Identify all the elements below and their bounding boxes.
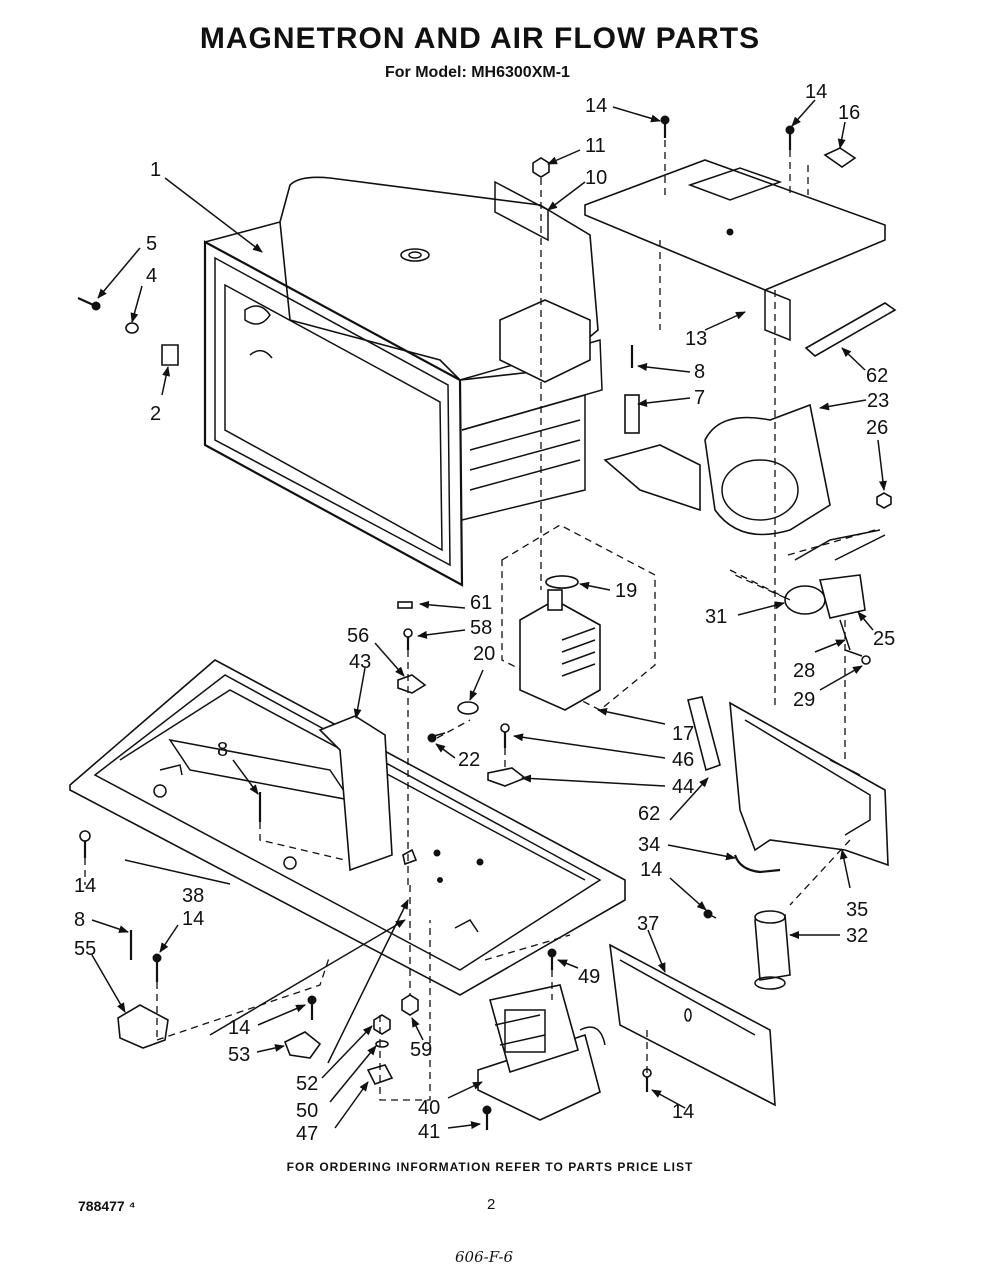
foam-strip-upper	[804, 302, 897, 357]
document-number: 788477 ⁴	[78, 1198, 136, 1214]
callout-34: 34	[638, 834, 660, 856]
callout-50: 50	[296, 1100, 318, 1122]
callout-28: 28	[793, 660, 815, 682]
callout-25: 25	[873, 628, 895, 650]
model-subtitle: For Model: MH6300XM-1	[385, 64, 570, 81]
callout-20: 20	[473, 643, 495, 665]
callout-8-switch: 8	[74, 909, 85, 931]
callout-62-upper: 62	[866, 365, 888, 387]
callout-labels: 1 2 4 5 7 8 8 8 10 11 13 14 14 14 14 14 …	[74, 81, 895, 1145]
callout-49: 49	[578, 966, 600, 988]
callout-37: 37	[637, 913, 659, 935]
assembly-lines	[84, 140, 876, 1101]
callout-8-top: 8	[694, 361, 705, 383]
callout-31: 31	[705, 606, 727, 628]
callout-13: 13	[685, 328, 707, 350]
ordering-info-note: FOR ORDERING INFORMATION REFER TO PARTS …	[286, 1160, 694, 1174]
waveguide-cover	[494, 180, 549, 242]
foam-strip-lower	[687, 696, 721, 772]
blower-housing	[603, 403, 831, 536]
capacitor	[754, 910, 791, 990]
callout-17: 17	[672, 723, 694, 745]
page-number: 2	[487, 1196, 496, 1213]
callout-35: 35	[846, 899, 868, 921]
callout-2: 2	[150, 403, 161, 425]
capacitor-clamp	[733, 854, 781, 874]
callout-44: 44	[672, 776, 694, 798]
callout-14-clamp: 14	[640, 859, 662, 881]
callout-61: 61	[470, 592, 492, 614]
callout-62-lower: 62	[638, 803, 660, 825]
callout-58: 58	[470, 617, 492, 639]
callout-14-switch: 14	[182, 908, 204, 930]
door-switch	[117, 1004, 169, 1049]
callout-46: 46	[672, 749, 694, 771]
air-duct	[584, 159, 886, 342]
handwritten-note: 606-F-6	[455, 1248, 514, 1266]
callout-53: 53	[228, 1044, 250, 1066]
callout-4: 4	[146, 265, 157, 287]
callout-5: 5	[146, 233, 157, 255]
callout-38: 38	[182, 885, 204, 907]
interlock-bracket	[283, 1031, 322, 1059]
callout-26: 26	[866, 417, 888, 439]
callout-41: 41	[418, 1121, 440, 1143]
back-panel	[609, 943, 776, 1107]
callout-29: 29	[793, 689, 815, 711]
callout-16: 16	[838, 102, 860, 124]
callout-19: 19	[615, 580, 637, 602]
callout-14-base-left: 14	[74, 875, 96, 897]
callout-14-duct-right: 14	[805, 81, 827, 103]
magnetron	[501, 524, 656, 711]
leader-lines	[91, 99, 887, 1130]
control-bracket	[729, 701, 889, 867]
callout-1: 1	[150, 159, 161, 181]
callout-14-interlock: 14	[228, 1017, 250, 1039]
callout-7: 7	[694, 387, 705, 409]
callout-52: 52	[296, 1073, 318, 1095]
callout-22: 22	[458, 749, 480, 771]
small-hardware	[77, 115, 892, 1130]
callout-10: 10	[585, 167, 607, 189]
callout-14-back-panel: 14	[672, 1101, 694, 1123]
callout-23: 23	[867, 390, 889, 412]
waveguide-block	[499, 299, 591, 383]
callout-59: 59	[410, 1039, 432, 1061]
callout-14-duct: 14	[585, 95, 607, 117]
transformer	[477, 984, 606, 1121]
callout-40: 40	[418, 1097, 440, 1119]
callout-47: 47	[296, 1123, 318, 1145]
callout-43: 43	[349, 651, 371, 673]
callout-55: 55	[74, 938, 96, 960]
callout-56: 56	[347, 625, 369, 647]
blower-motor	[784, 529, 886, 651]
page-title: MAGNETRON AND AIR FLOW PARTS	[199, 22, 761, 55]
callout-11: 11	[585, 135, 606, 157]
callout-8-base: 8	[217, 739, 228, 761]
callout-32: 32	[846, 925, 868, 947]
